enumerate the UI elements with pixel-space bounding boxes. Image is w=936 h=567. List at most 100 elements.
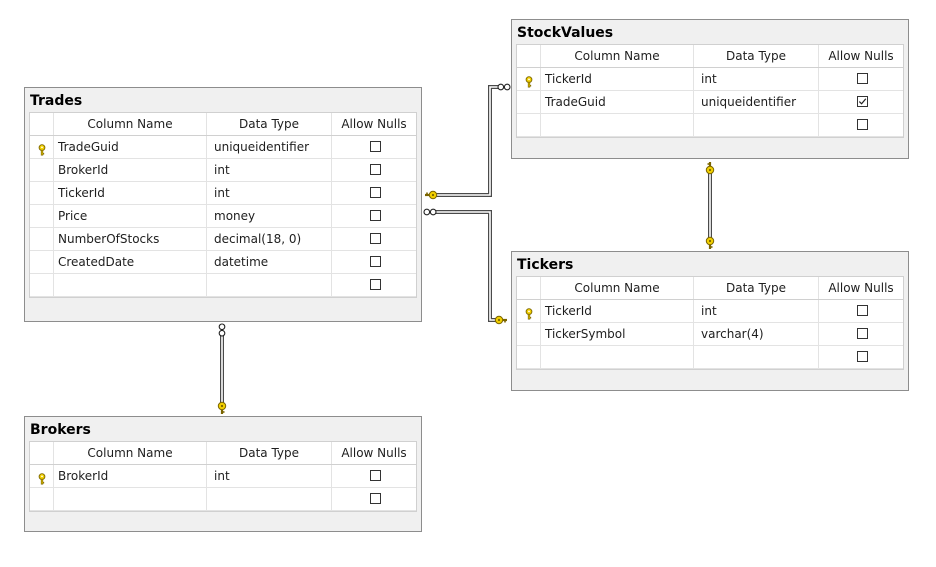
table-title: Tickers [517,257,574,273]
row-selector-header [30,442,53,464]
data-type-cell[interactable]: int [206,465,331,487]
table-row-new[interactable] [517,346,903,369]
data-type-cell[interactable] [206,274,331,296]
column-name-cell[interactable] [540,114,693,136]
header-column-name: Column Name [540,277,693,299]
column-name-cell[interactable]: TickerId [540,68,693,90]
column-name-cell[interactable]: TickerId [540,300,693,322]
row-selector[interactable] [30,251,53,273]
data-type-cell[interactable]: money [206,205,331,227]
row-selector[interactable] [30,182,53,204]
data-type-cell[interactable]: varchar(4) [693,323,818,345]
column-name-cell[interactable] [540,346,693,368]
column-name-cell[interactable]: TradeGuid [53,136,206,158]
data-type-cell[interactable]: int [693,300,818,322]
allow-nulls-checkbox[interactable] [370,141,381,152]
allow-nulls-cell [331,136,416,158]
many-end-infinity-icon [218,323,226,337]
column-name-cell[interactable]: TickerSymbol [540,323,693,345]
row-selector[interactable] [30,136,53,158]
relationship-trades-tickers[interactable] [433,210,499,322]
column-name-cell[interactable]: TickerId [53,182,206,204]
column-name-cell[interactable] [53,488,206,510]
column-name-cell[interactable]: BrokerId [53,159,206,181]
data-type-cell[interactable] [693,346,818,368]
data-type-cell[interactable]: uniqueidentifier [693,91,818,113]
row-selector[interactable] [517,323,540,345]
data-type-cell[interactable] [206,488,331,510]
column-name-cell[interactable]: NumberOfStocks [53,228,206,250]
primary-key-icon [523,305,535,324]
allow-nulls-cell [818,300,903,322]
row-selector[interactable] [30,159,53,181]
primary-key-icon [36,470,48,489]
data-type-cell[interactable]: uniqueidentifier [206,136,331,158]
allow-nulls-checkbox-checked[interactable] [857,96,868,107]
allow-nulls-cell [331,251,416,273]
allow-nulls-cell [818,323,903,345]
allow-nulls-cell [818,68,903,90]
data-type-cell[interactable]: int [206,182,331,204]
row-selector[interactable] [517,300,540,322]
allow-nulls-checkbox[interactable] [370,493,381,504]
row-selector[interactable] [30,465,53,487]
data-type-cell[interactable]: int [206,159,331,181]
allow-nulls-cell [331,488,416,510]
table-title: Trades [30,93,83,109]
table-row-new[interactable] [517,114,903,137]
row-selector[interactable] [517,91,540,113]
row-selector-header [30,113,53,135]
column-name-cell[interactable]: CreatedDate [53,251,206,273]
allow-nulls-checkbox[interactable] [370,279,381,290]
allow-nulls-checkbox[interactable] [370,187,381,198]
data-type-cell[interactable] [693,114,818,136]
row-selector[interactable] [517,68,540,90]
table-title: StockValues [517,25,614,41]
column-name-cell[interactable]: TradeGuid [540,91,693,113]
column-name-cell[interactable]: Price [53,205,206,227]
allow-nulls-cell [818,346,903,368]
column-name-cell[interactable] [53,274,206,296]
allow-nulls-checkbox[interactable] [857,305,868,316]
row-selector[interactable] [30,228,53,250]
column-name-cell[interactable]: BrokerId [53,465,206,487]
allow-nulls-checkbox[interactable] [370,210,381,221]
data-type-cell[interactable]: decimal(18, 0) [206,228,331,250]
relationship-trades-stockvalues[interactable] [433,85,500,197]
row-selector[interactable] [517,114,540,136]
row-selector[interactable] [30,274,53,296]
row-selector[interactable] [30,205,53,227]
table-row-new[interactable] [30,274,416,297]
allow-nulls-checkbox[interactable] [370,233,381,244]
allow-nulls-checkbox[interactable] [857,119,868,130]
allow-nulls-checkbox[interactable] [370,256,381,267]
allow-nulls-checkbox[interactable] [370,164,381,175]
table-title: Brokers [30,422,91,438]
allow-nulls-checkbox[interactable] [857,73,868,84]
data-type-cell[interactable]: int [693,68,818,90]
allow-nulls-checkbox[interactable] [857,328,868,339]
allow-nulls-checkbox[interactable] [370,470,381,481]
allow-nulls-cell [818,114,903,136]
row-selector[interactable] [30,488,53,510]
row-selector[interactable] [517,346,540,368]
table-row-new[interactable] [30,488,416,511]
allow-nulls-checkbox[interactable] [857,351,868,362]
data-type-cell[interactable]: datetime [206,251,331,273]
